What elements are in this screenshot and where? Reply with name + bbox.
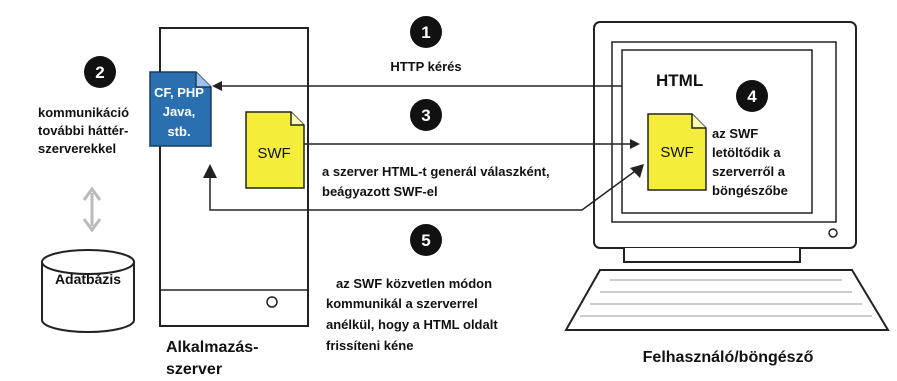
download-line-4: böngészőbe (712, 183, 788, 198)
comm-line-1: kommunikáció (38, 105, 129, 120)
comm-line-3: szerverekkel (38, 141, 116, 156)
svg-text:5: 5 (421, 231, 430, 250)
direct-line-1: az SWF közvetlen módon (336, 276, 492, 291)
code-file-line-3: stb. (167, 124, 190, 139)
server-swf-label: SWF (257, 145, 290, 162)
svg-text:4: 4 (747, 87, 757, 106)
step-1-badge: 1 (410, 16, 442, 48)
two-way-arrow-icon (82, 186, 102, 233)
client-swf-label: SWF (660, 144, 693, 161)
step-4-badge: 4 (736, 80, 768, 112)
direct-line-2: kommunikál a szerverrel (326, 296, 478, 311)
keyboard-base-icon (564, 269, 890, 331)
svg-text:1: 1 (421, 23, 430, 42)
code-file-line-1: CF, PHP (154, 85, 204, 100)
server-swf-file-icon (245, 111, 305, 189)
server-caption-1: Alkalmazás- (166, 339, 259, 356)
database-icon (41, 249, 135, 333)
server-caption-2: szerver (166, 361, 222, 378)
step-3-badge: 3 (410, 99, 442, 131)
monitor-icon (593, 21, 857, 263)
download-line-3: szerverről a (712, 164, 786, 179)
direct-line-3: anélkül, hogy a HTML oldalt (326, 317, 498, 332)
database-label: Adatbázis (55, 271, 121, 287)
comm-line-2: további háttér- (38, 123, 128, 138)
download-line-2: letöltődik a (712, 145, 781, 160)
client-caption: Felhasználó/böngésző (643, 349, 814, 366)
direct-line-4: frissíteni kéne (326, 338, 413, 353)
generate-line-2: beágyazott SWF-el (322, 184, 438, 199)
download-line-1: az SWF (712, 126, 758, 141)
server-code-file-icon (149, 71, 212, 147)
svg-text:2: 2 (95, 63, 104, 82)
client-swf-file-icon (647, 113, 707, 191)
svg-text:3: 3 (421, 106, 430, 125)
code-file-line-2: Java, (163, 104, 196, 119)
generate-line-1: a szerver HTML-t generál válaszként, (322, 164, 550, 179)
step-5-badge: 5 (410, 224, 442, 256)
http-request-label: HTTP kérés (390, 59, 461, 74)
html-label: HTML (656, 71, 703, 90)
direct-communication-arrow (203, 164, 644, 211)
step-2-badge: 2 (84, 56, 116, 88)
